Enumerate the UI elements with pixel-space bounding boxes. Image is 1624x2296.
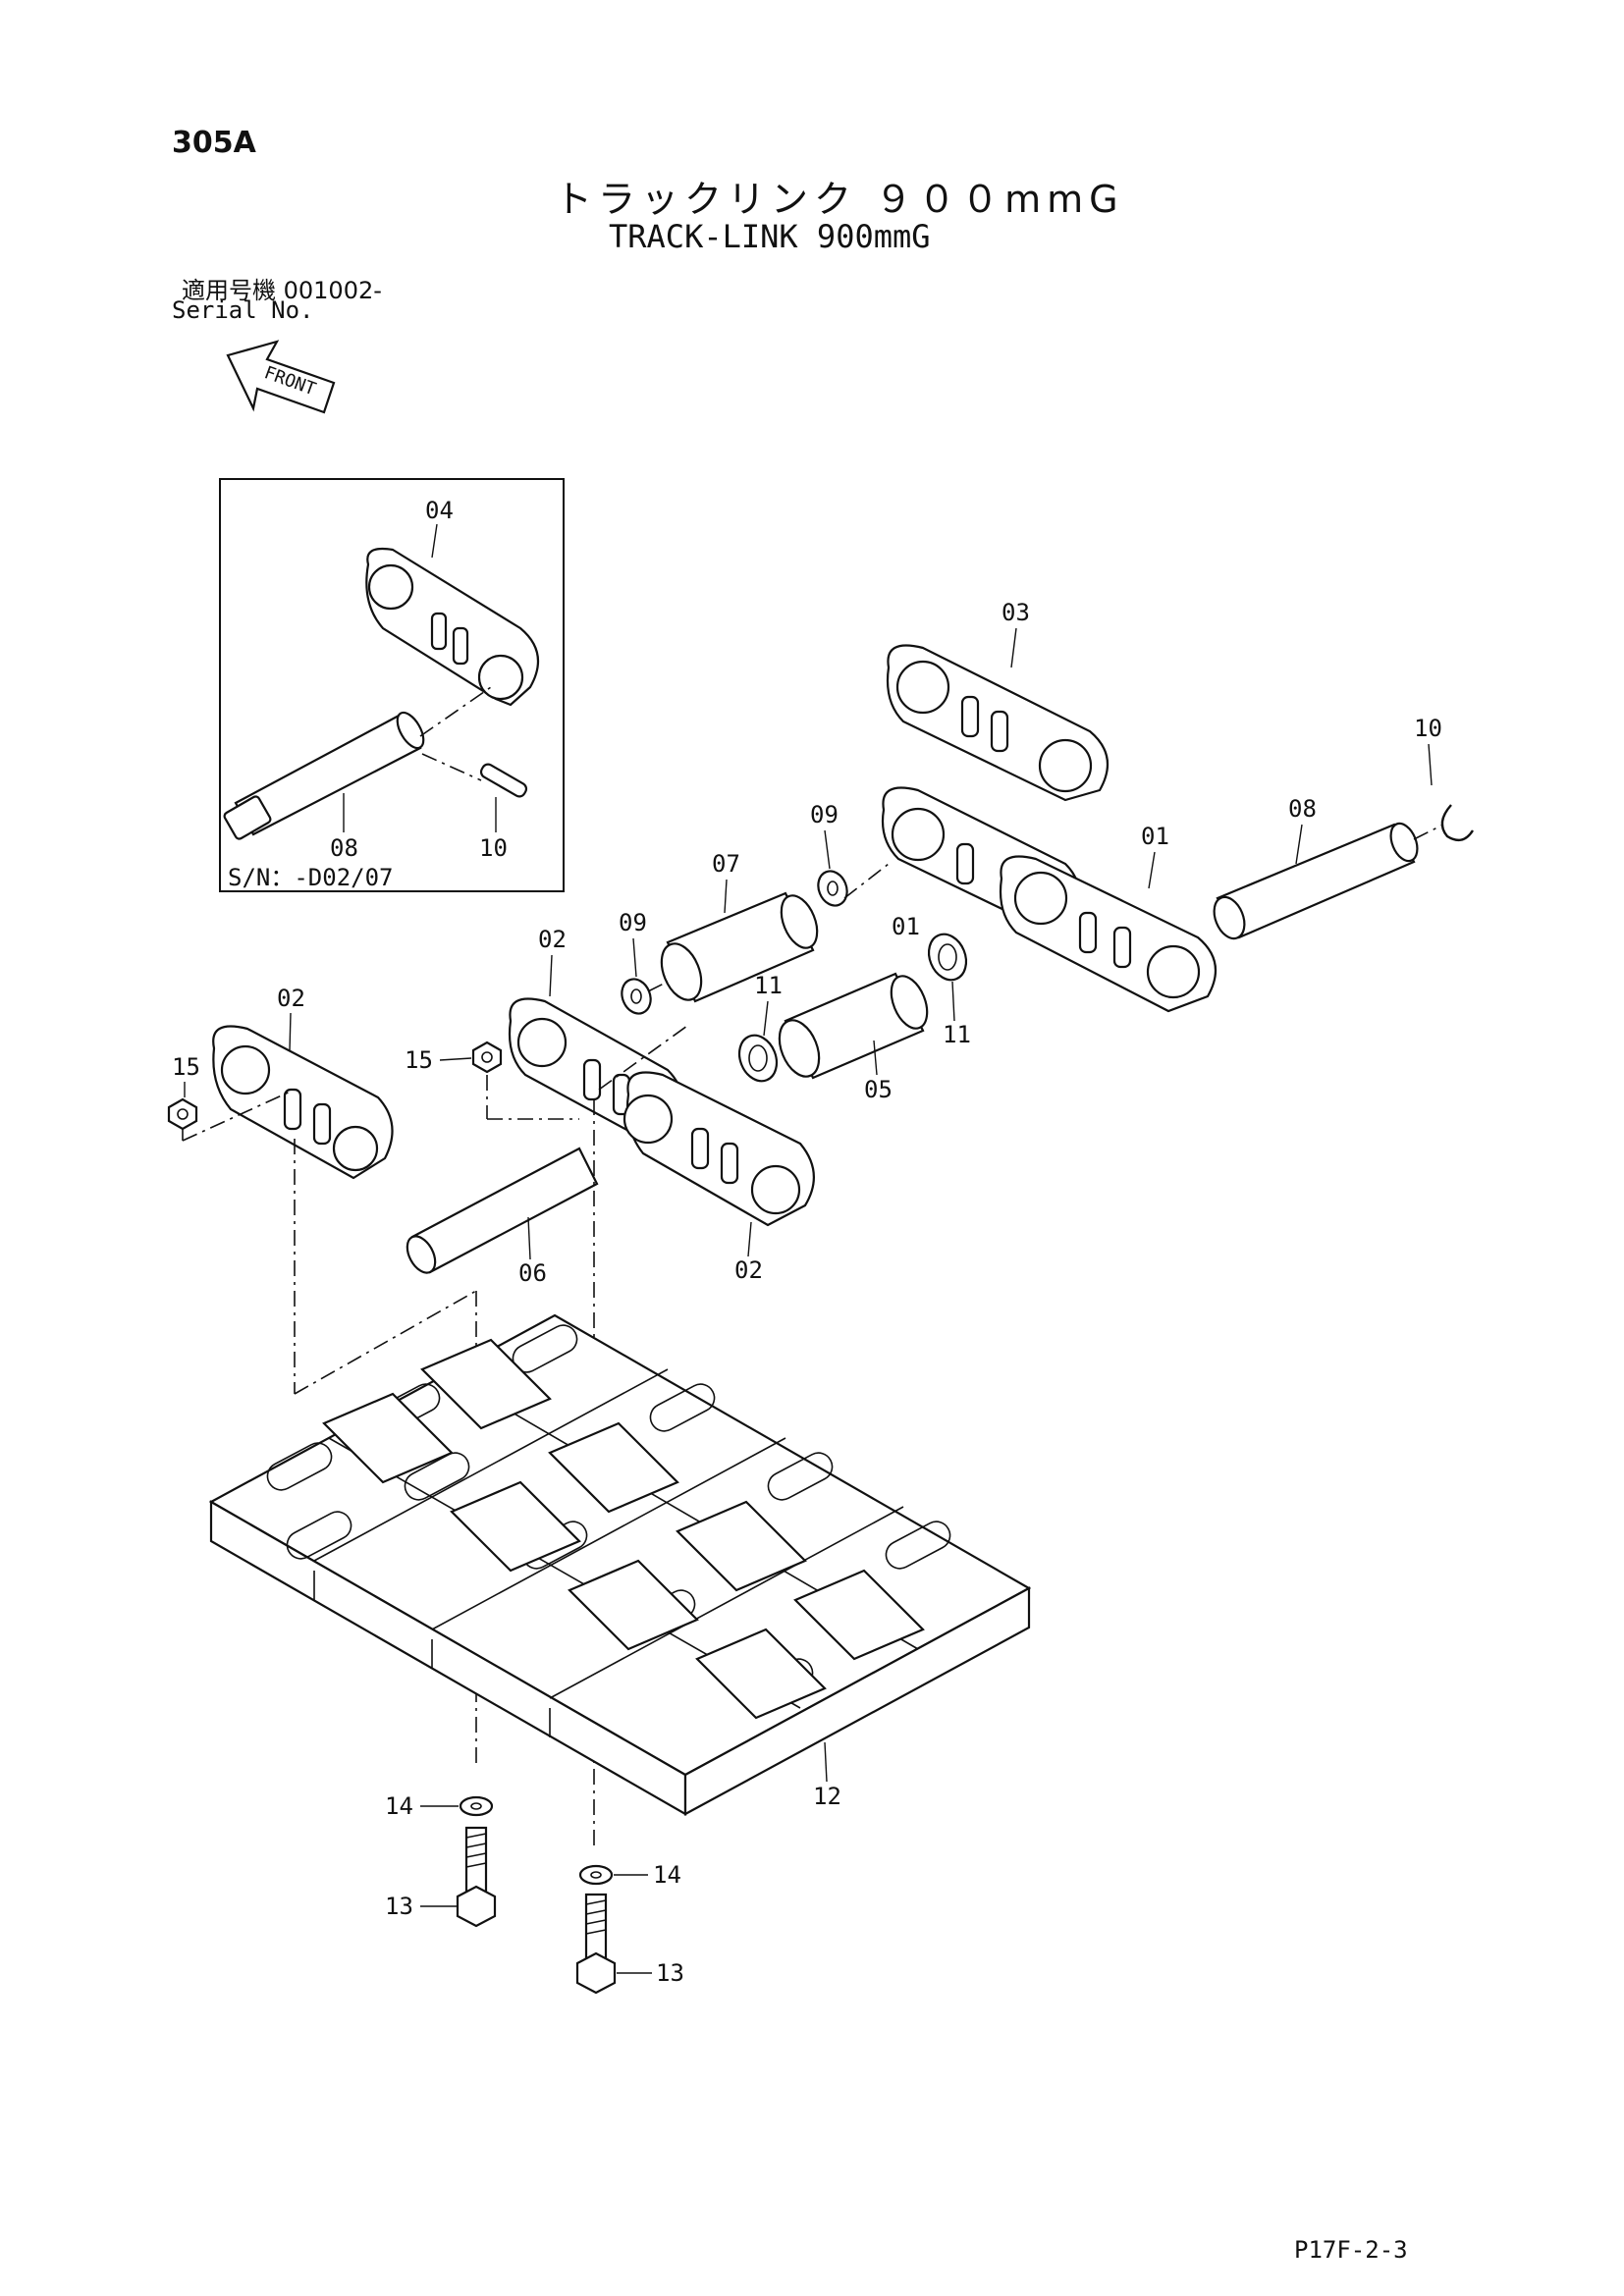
page-title-english: TRACK-LINK 900mmG [609, 218, 931, 255]
inset-label-04: 04 [425, 497, 454, 524]
inset-label-08: 08 [330, 834, 358, 862]
label-15b: 15 [405, 1046, 433, 1074]
label-05: 05 [864, 1076, 893, 1103]
seal-09-right [817, 870, 848, 907]
label-11a: 11 [754, 972, 783, 999]
bolt-13-left [456, 1826, 497, 1928]
nut-15-right [471, 1041, 503, 1074]
track-link-01-outer [999, 855, 1218, 1013]
inset-track-pin [223, 711, 425, 840]
inset-track-link [365, 547, 540, 707]
page-title-japanese: トラックリンク ９００mmG [555, 178, 1124, 221]
track-shoe-assembly [208, 1313, 1032, 1816]
page-code: P17F-2-3 [1294, 2236, 1408, 2264]
track-link-02-left [212, 1025, 394, 1180]
label-02c: 02 [734, 1256, 763, 1284]
label-06: 06 [518, 1259, 547, 1287]
washer-14-left [459, 1795, 494, 1817]
label-14b: 14 [653, 1861, 681, 1889]
label-02b: 02 [538, 926, 567, 953]
label-08: 08 [1288, 795, 1317, 823]
label-15a: 15 [172, 1053, 200, 1081]
snap-ring-10 [1440, 804, 1475, 842]
label-14a: 14 [385, 1792, 413, 1820]
label-09b: 09 [619, 909, 647, 936]
track-link-02-right [623, 1071, 815, 1227]
inset-label-10: 10 [479, 834, 508, 862]
label-13a: 13 [385, 1893, 413, 1920]
label-03: 03 [1001, 599, 1030, 626]
label-02a: 02 [277, 985, 305, 1012]
serial-range-japanese: 適用号機 001002- [182, 277, 382, 304]
bushing-07 [660, 891, 819, 1003]
label-01a: 01 [1141, 823, 1169, 850]
label-10: 10 [1414, 715, 1442, 742]
front-arrow-icon: FRONT [226, 340, 336, 414]
inset-serial-note: S/N：-D02/07 [228, 864, 394, 891]
label-01b: 01 [892, 913, 920, 940]
inset-lock-pin [479, 763, 528, 798]
nut-15-left [167, 1097, 198, 1131]
label-13b: 13 [656, 1959, 684, 1987]
serial-number-label: Serial No. [172, 296, 314, 324]
seal-11-right [927, 933, 968, 982]
label-07: 07 [712, 850, 740, 878]
inset-box: 04 08 10 S/N：-D02/07 [219, 478, 565, 892]
page-number: 305A [172, 126, 256, 160]
bolt-13-right [575, 1893, 617, 1995]
track-link-03 [886, 644, 1110, 802]
track-pin-08 [1213, 822, 1419, 940]
label-09a: 09 [810, 801, 839, 828]
seal-11-left [737, 1034, 779, 1083]
washer-14-right [578, 1864, 614, 1886]
bushing-05 [778, 972, 929, 1080]
seal-09-left [621, 978, 652, 1015]
label-12: 12 [813, 1783, 841, 1810]
label-11b: 11 [943, 1021, 971, 1048]
track-pin-06 [406, 1147, 599, 1274]
